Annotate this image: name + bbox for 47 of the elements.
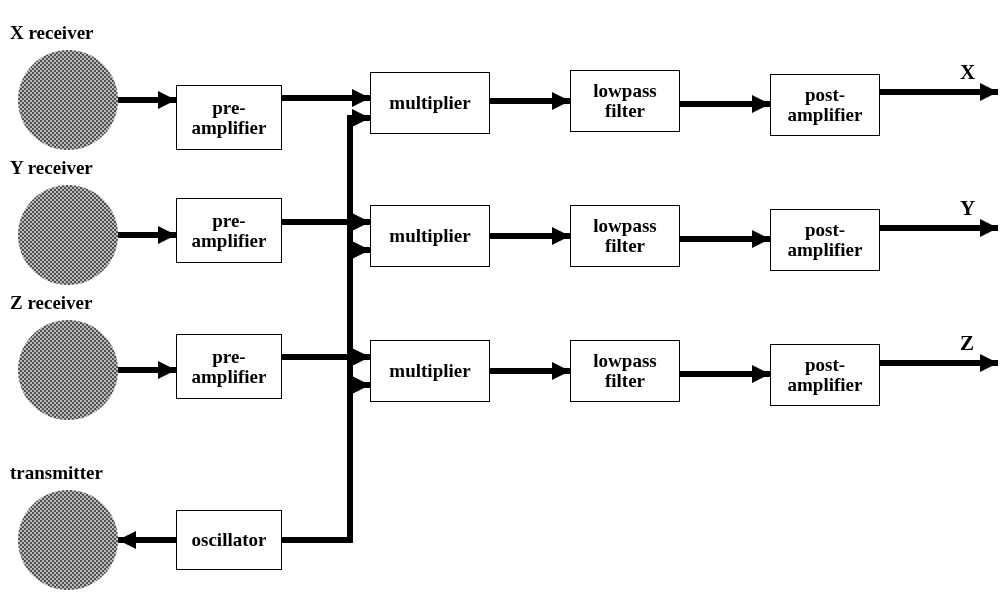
node-heading: X receiver	[10, 22, 94, 44]
node-heading: Y receiver	[10, 157, 93, 179]
process-box	[370, 72, 490, 134]
process-box	[370, 205, 490, 267]
arrow	[118, 361, 176, 379]
box-label: post- amplifier	[786, 220, 864, 260]
arrow	[680, 230, 770, 248]
arrow	[282, 376, 370, 543]
arrow	[880, 354, 998, 372]
box-label: post- amplifier	[786, 355, 864, 395]
arrow	[490, 92, 570, 110]
arrow	[118, 91, 176, 109]
box-label: pre- amplifier	[190, 346, 268, 387]
process-box	[176, 334, 282, 399]
box-label: lowpass filter	[592, 351, 658, 391]
process-box	[370, 340, 490, 402]
arrow	[118, 531, 176, 549]
process-box	[770, 74, 880, 136]
process-box	[176, 198, 282, 263]
arrow	[282, 348, 370, 366]
box-label: multiplier	[389, 226, 471, 246]
process-box	[570, 340, 680, 402]
arrow	[880, 83, 998, 101]
node-heading: transmitter	[10, 462, 103, 484]
arrow	[118, 226, 176, 244]
box-label: oscillator	[191, 530, 267, 550]
box-label: lowpass filter	[592, 216, 658, 256]
arrow	[490, 362, 570, 380]
arrow	[490, 227, 570, 245]
process-box	[570, 205, 680, 267]
box-label: multiplier	[389, 361, 471, 381]
box-label: lowpass filter	[592, 81, 658, 121]
process-box	[570, 70, 680, 132]
node-heading: Z receiver	[10, 292, 93, 314]
process-box	[176, 510, 282, 570]
arrow	[880, 219, 998, 237]
arrow	[282, 213, 370, 231]
arrow	[680, 365, 770, 383]
box-label: post- amplifier	[786, 85, 864, 125]
process-box	[770, 209, 880, 271]
box-label: multiplier	[389, 93, 471, 113]
process-box	[176, 85, 282, 150]
box-label: pre- amplifier	[190, 210, 268, 251]
box-label: pre- amplifier	[190, 97, 268, 138]
arrow	[680, 95, 770, 113]
arrow	[282, 89, 370, 107]
process-box	[770, 344, 880, 406]
